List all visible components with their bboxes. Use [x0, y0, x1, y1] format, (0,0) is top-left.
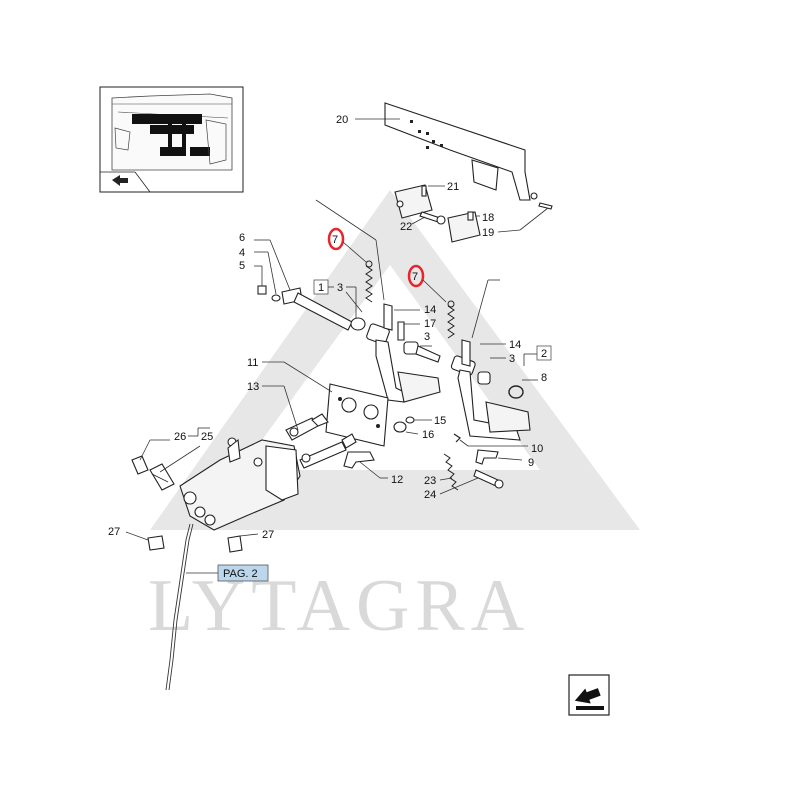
callout-14-left: 14: [424, 304, 436, 316]
nut-part-16: [393, 421, 407, 433]
callout-9: 9: [528, 457, 534, 469]
spring-part-23: [443, 453, 459, 491]
callout-1: 1: [318, 282, 324, 294]
bracket-part-20: [384, 102, 531, 201]
callout-26: 26: [174, 431, 186, 443]
bushing-part-3-middle: [403, 341, 441, 363]
callout-4: 4: [239, 247, 245, 259]
plate-part-11: [325, 383, 389, 447]
arrow-left-icon: [100, 171, 151, 193]
spring-part-7-right: [447, 300, 455, 339]
bolt-part-5: [257, 285, 267, 295]
callout-22: 22: [400, 221, 412, 233]
callout-27-left: 27: [108, 526, 120, 538]
callout-12: 12: [391, 474, 403, 486]
bushing-part-3-right: [477, 371, 491, 385]
callout-17: 17: [424, 318, 436, 330]
callout-2: 2: [541, 348, 547, 360]
callout-8: 8: [541, 372, 547, 384]
callout-23: 23: [424, 475, 436, 487]
callout-5: 5: [239, 260, 245, 272]
highlight-marker-7-right[interactable]: 7: [407, 264, 425, 288]
fitting-part-26: [131, 455, 149, 475]
tractor-cab-pedals-thumbnail: [111, 93, 233, 171]
callout-14-right: 14: [509, 339, 521, 351]
hydraulic-line: [165, 523, 191, 691]
watermark-text: LYTAGRA: [148, 565, 530, 647]
callout-19: 19: [482, 227, 494, 239]
switch-part-21: [394, 184, 433, 219]
callout-16: 16: [422, 429, 434, 441]
ring-part-8: [508, 385, 524, 399]
washer-part-15: [405, 416, 415, 424]
highlight-marker-7-left[interactable]: 7: [327, 227, 345, 251]
switch-part-18: [447, 211, 481, 243]
page-reference-link[interactable]: PAG. 2: [217, 564, 269, 582]
callout-3-right: 3: [509, 353, 515, 365]
page-reference-label: PAG. 2: [223, 568, 258, 580]
master-cylinder: [179, 413, 357, 531]
callout-6: 6: [239, 232, 245, 244]
callout-18: 18: [482, 212, 494, 224]
plug-part-27-left: [147, 535, 165, 551]
bolt-part-24: [473, 469, 504, 489]
callout-20: 20: [336, 114, 348, 126]
callout-24: 24: [424, 489, 436, 501]
bushing-part-3-left: [350, 317, 366, 331]
fork-part-12: [343, 451, 375, 469]
screw-part-19: [530, 192, 553, 210]
callout-11: 11: [247, 357, 258, 369]
callout-27-right: 27: [262, 529, 274, 541]
callout-box-2: [536, 345, 552, 361]
callout-21: 21: [447, 181, 459, 193]
callout-3-left: 3: [337, 282, 343, 294]
arrow-forward-box-icon[interactable]: [568, 674, 610, 716]
callout-25: 25: [201, 431, 213, 443]
fitting-part-25: [149, 463, 175, 491]
thumbnail-box[interactable]: [99, 86, 244, 193]
washer-part-4: [271, 294, 281, 302]
pin-part-6: [281, 287, 353, 331]
plug-part-27-right: [227, 535, 243, 553]
callout-3-middle: 3: [424, 331, 430, 343]
pedal-right: [450, 339, 531, 441]
screw-part-22: [419, 211, 446, 225]
bracket-part-9: [475, 449, 499, 465]
clip-part-10: [453, 433, 461, 443]
spring-part-7-left: [365, 260, 373, 303]
svg-text:7: 7: [332, 234, 338, 246]
callout-10: 10: [531, 443, 543, 455]
svg-text:7: 7: [412, 271, 418, 283]
callout-15: 15: [434, 415, 446, 427]
callout-13: 13: [247, 381, 259, 393]
pedal-left: [366, 303, 441, 403]
